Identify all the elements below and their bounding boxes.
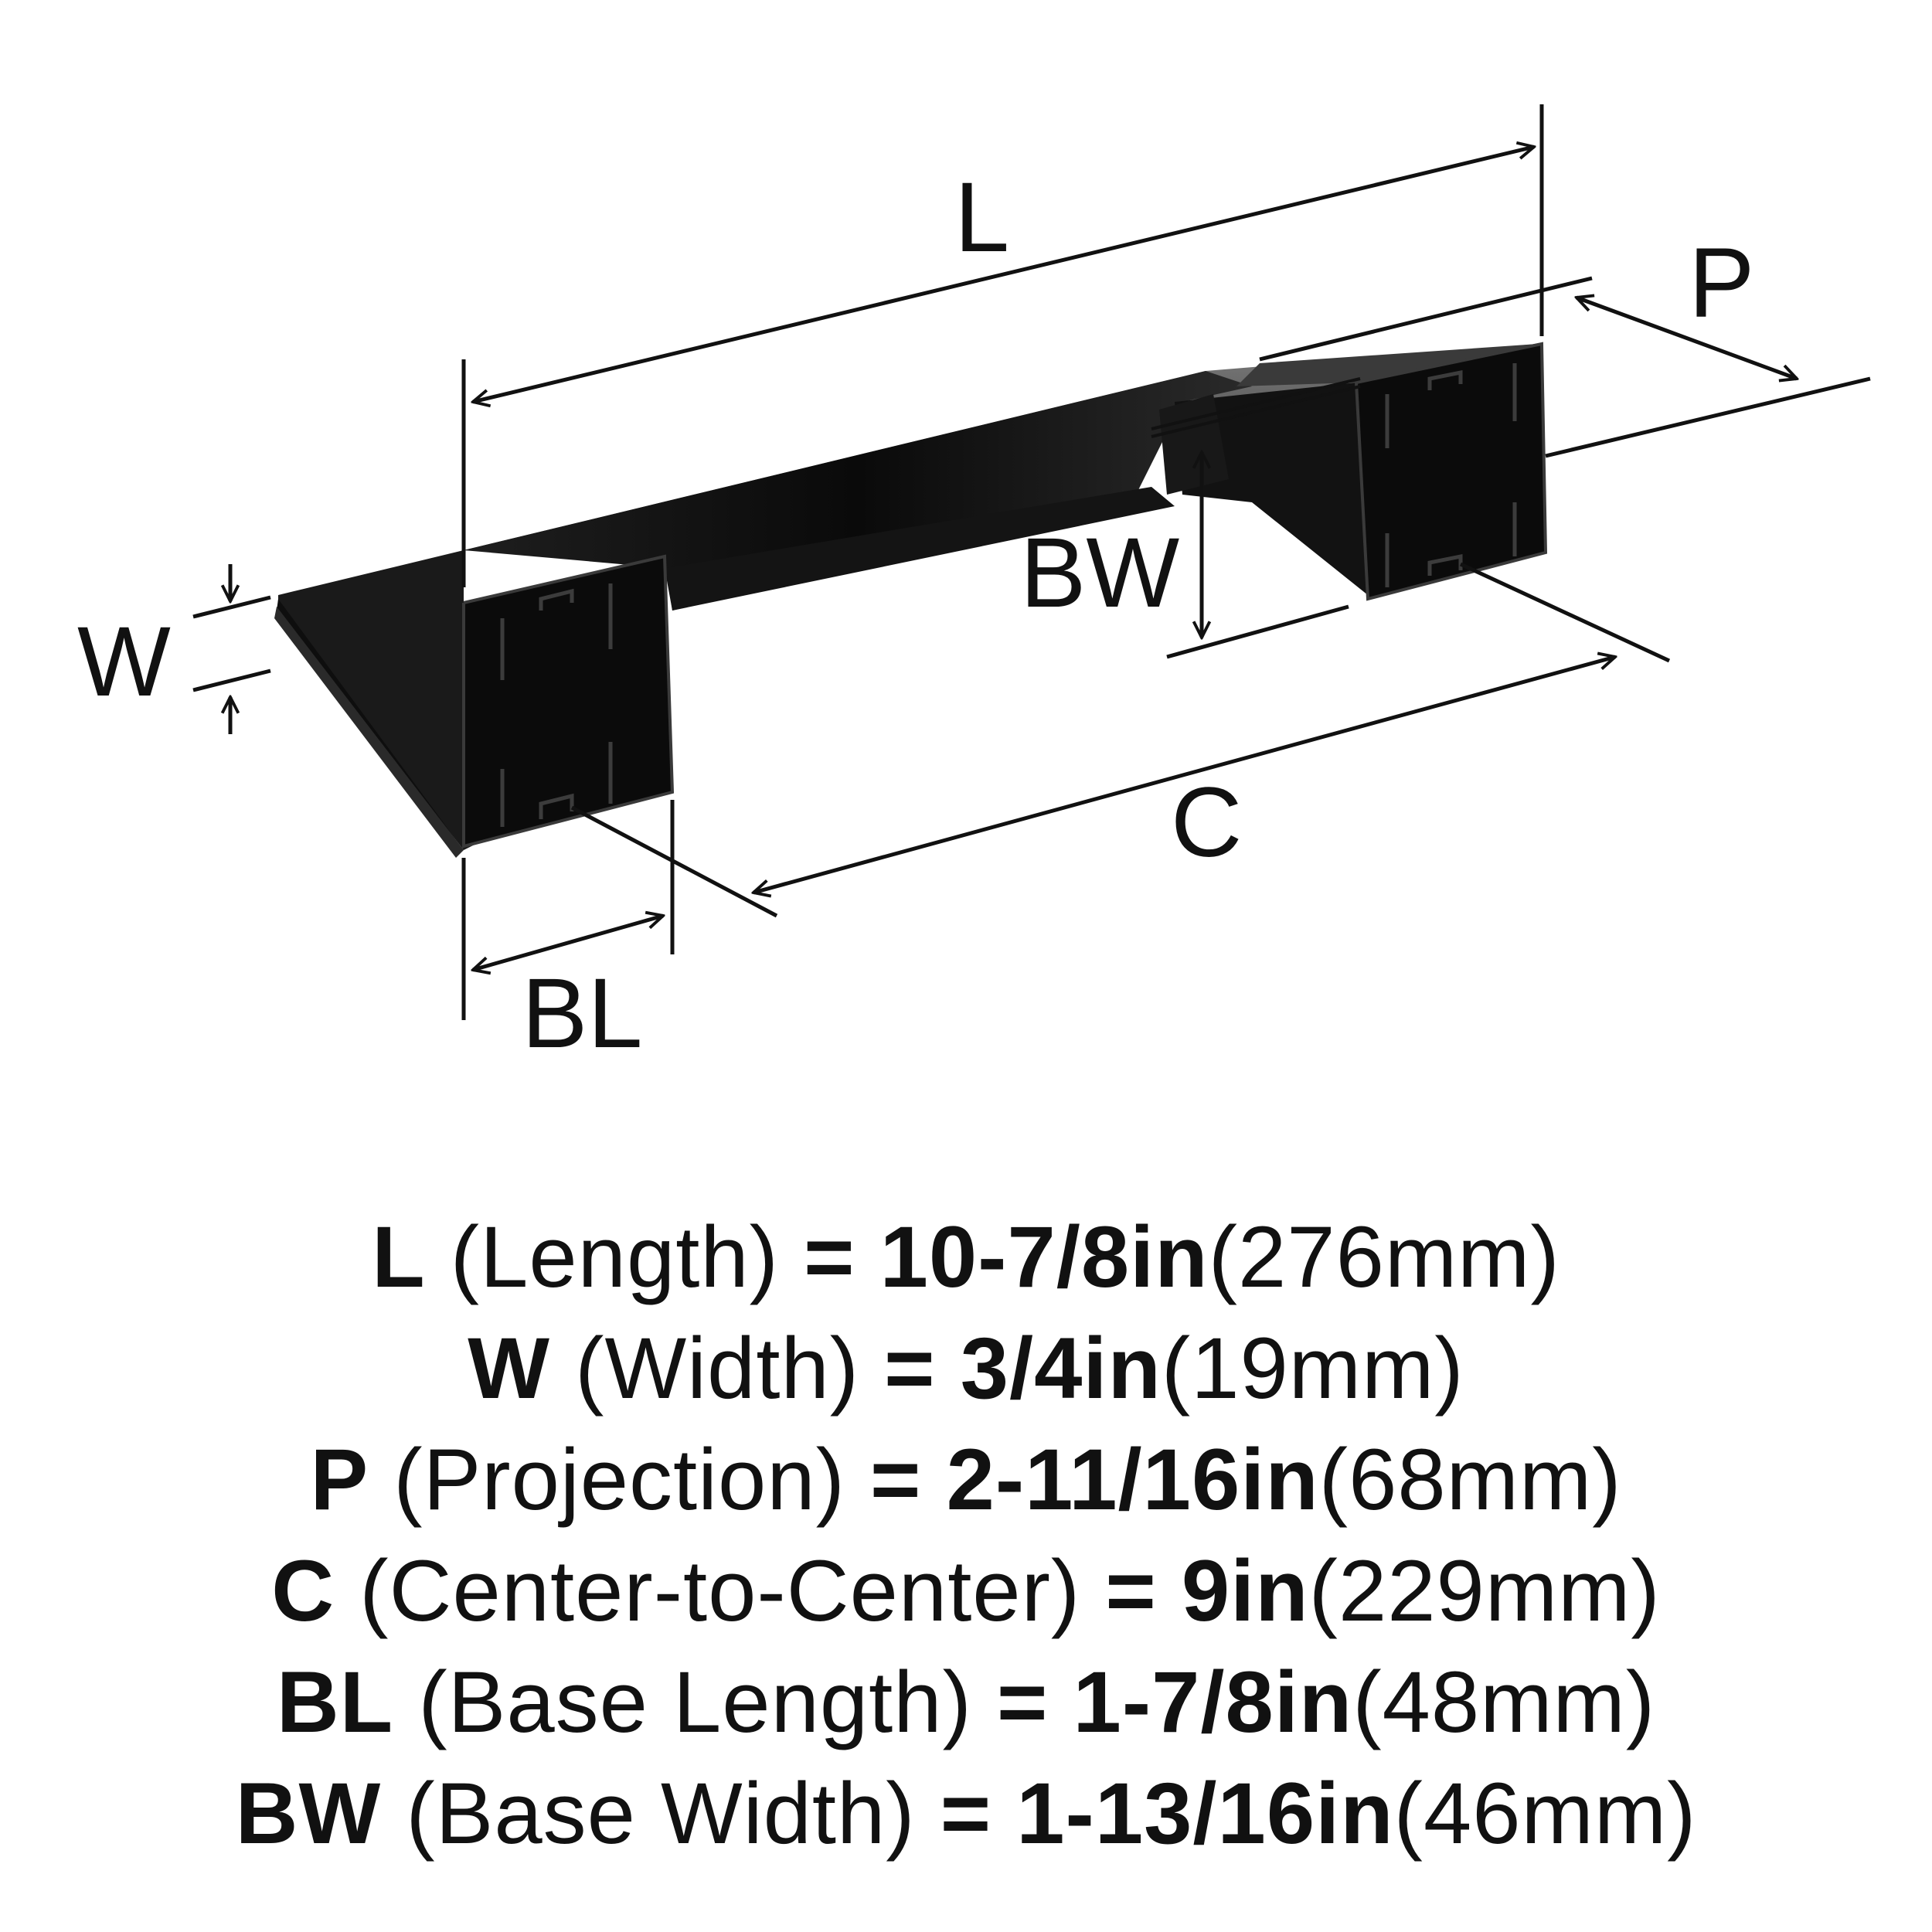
right-post-end-face (1356, 344, 1546, 599)
bw-extension-bottom (1166, 604, 1349, 659)
l-dimension-line (473, 147, 1534, 402)
spec-equals: = (997, 1654, 1049, 1750)
handle-bar-underside (666, 487, 1175, 611)
p-extension-top (1259, 276, 1593, 362)
spec-row-length: L (Length) = 10-7/8in(276mm) (0, 1202, 1932, 1313)
spec-imperial: 1-7/8in (1073, 1654, 1353, 1750)
spec-name: (Projection) (393, 1431, 845, 1528)
handle-bar-front (464, 371, 1252, 611)
label-p: P (1689, 228, 1754, 338)
w-extension-top (192, 595, 271, 619)
spec-name: (Length) (450, 1209, 779, 1305)
p-dimension-line (1577, 298, 1797, 379)
c-extension-right (1459, 562, 1671, 663)
spec-equals: = (1105, 1543, 1157, 1639)
spec-equals: = (804, 1209, 855, 1305)
bl-dimension-line (473, 916, 663, 970)
specifications-list: L (Length) = 10-7/8in(276mm) W (Width) =… (0, 1202, 1932, 1869)
spec-row-width: W (Width) = 3/4in(19mm) (0, 1313, 1932, 1424)
spec-row-center-to-center: C (Center-to-Center) = 9in(229mm) (0, 1536, 1932, 1647)
label-bw: BW (1020, 518, 1179, 628)
spec-metric: (46mm) (1393, 1765, 1697, 1862)
label-l: L (954, 162, 1009, 273)
left-post-slots (500, 583, 613, 827)
spec-equals: = (884, 1320, 936, 1417)
spec-name: (Base Length) (418, 1654, 972, 1750)
spec-code: L (372, 1209, 426, 1305)
left-post-side (278, 550, 479, 850)
spec-equals: = (870, 1431, 922, 1528)
spec-metric: (48mm) (1352, 1654, 1656, 1750)
spec-code: P (310, 1431, 369, 1528)
spec-imperial: 10-7/8in (879, 1209, 1209, 1305)
spec-code: BL (276, 1654, 394, 1750)
spec-row-projection: P (Projection) = 2-11/16in(68mm) (0, 1424, 1932, 1536)
spec-metric: (276mm) (1208, 1209, 1560, 1305)
left-post-bevel (274, 607, 464, 858)
spec-metric: (19mm) (1161, 1320, 1464, 1417)
spec-name: (Base Width) (406, 1765, 916, 1862)
dimension-lines (192, 104, 1871, 1020)
spec-name: (Width) (575, 1320, 860, 1417)
left-post-wedge (277, 599, 464, 850)
c-dimension-line (753, 657, 1615, 893)
right-post-inner-side (1175, 383, 1368, 595)
spec-metric: (229mm) (1308, 1543, 1661, 1639)
left-post-end-face (464, 556, 672, 846)
spec-row-base-length: BL (Base Length) = 1-7/8in(48mm) (0, 1647, 1932, 1758)
spec-imperial: 2-11/16in (946, 1431, 1319, 1528)
spec-metric: (68mm) (1318, 1431, 1622, 1528)
left-post-end-edge (462, 554, 675, 849)
handle-inner-chamfer (1159, 394, 1229, 495)
w-extension-bottom (192, 668, 271, 692)
spec-imperial: 1-13/16in (1016, 1765, 1394, 1862)
label-c: C (1171, 767, 1242, 878)
product-dimension-drawing: L P W BW C BL (77, 104, 1871, 1069)
spec-equals: = (940, 1765, 992, 1862)
spec-row-base-width: BW (Base Width) = 1-13/16in(46mm) (0, 1758, 1932, 1869)
bw-extension-top-2 (1151, 377, 1361, 430)
spec-imperial: 3/4in (960, 1320, 1162, 1417)
spec-imperial: 9in (1181, 1543, 1309, 1639)
label-w: W (77, 607, 171, 717)
spec-code: W (468, 1320, 551, 1417)
spec-code: BW (235, 1765, 382, 1862)
bw-extension-top (1151, 385, 1361, 438)
spec-code: C (271, 1543, 335, 1639)
label-bl: BL (522, 958, 643, 1069)
p-extension-bottom (1545, 376, 1871, 458)
spec-name: (Center-to-Center) (359, 1543, 1081, 1639)
